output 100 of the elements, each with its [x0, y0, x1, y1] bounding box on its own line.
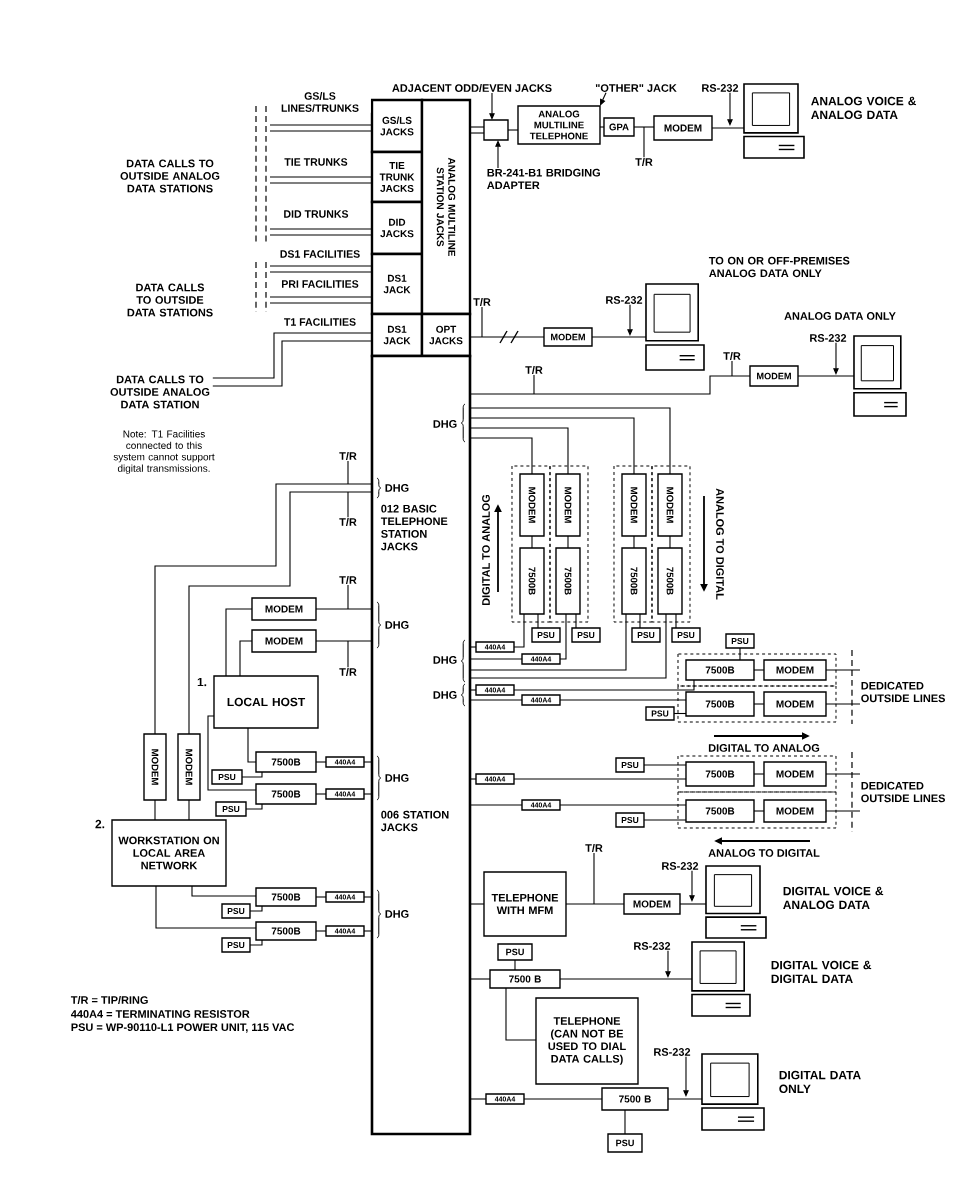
- connector-line: [643, 819, 687, 821]
- leader-arrow: [683, 1056, 689, 1097]
- leader-arrow: [689, 870, 695, 902]
- connector-line: [469, 646, 477, 648]
- leader-arrow: [727, 92, 733, 126]
- connector-line: [469, 658, 523, 660]
- connector-line: [191, 885, 257, 897]
- connector-line: [523, 1098, 603, 1100]
- connector-line: [667, 1098, 703, 1100]
- connector-line: [469, 427, 569, 475]
- connector-line: [469, 978, 491, 980]
- connector-line: [599, 126, 605, 128]
- connector-line: [675, 613, 677, 629]
- connector-line: [269, 234, 373, 236]
- connector-line: [643, 764, 687, 766]
- computer-icon: [743, 83, 805, 159]
- connector-line: [513, 613, 525, 648]
- connector-line: [559, 613, 567, 660]
- leader-line: [643, 126, 645, 158]
- connector-line: [269, 182, 373, 184]
- computer-icon: [701, 1053, 765, 1131]
- connector-line: [154, 799, 156, 821]
- leader-line: [347, 584, 349, 610]
- connector-line: [188, 799, 190, 821]
- leader-line: [347, 640, 349, 668]
- connector-line: [363, 896, 373, 898]
- connector-line: [315, 608, 373, 610]
- connector-line: [565, 903, 625, 905]
- connector-line: [469, 126, 485, 128]
- connector-line: [245, 803, 263, 810]
- connector-line: [363, 930, 373, 932]
- connector-line: [269, 265, 373, 267]
- computer-icon: [691, 941, 751, 1017]
- connector-line: [624, 1109, 626, 1135]
- connector-line: [207, 715, 257, 791]
- connector-line: [469, 613, 627, 671]
- connector-line: [269, 302, 373, 304]
- computer-icon: [705, 865, 767, 939]
- computer-icon: [645, 283, 705, 371]
- connector-line: [239, 640, 253, 677]
- connector-line: [363, 793, 373, 795]
- connector-line: [507, 129, 519, 131]
- leader-arrow: [627, 304, 633, 336]
- computer-icon: [853, 335, 907, 417]
- connector-line: [639, 613, 641, 629]
- connector-line: [269, 176, 373, 178]
- connector-line: [469, 903, 485, 905]
- connector-line: [212, 340, 373, 387]
- connector-line: [825, 703, 861, 705]
- connector-line: [155, 885, 257, 929]
- connector-line: [469, 804, 523, 806]
- connector-line: [315, 761, 327, 763]
- connector-line: [315, 793, 327, 795]
- connector-line: [633, 535, 635, 549]
- connector-line: [225, 608, 253, 677]
- connector-line: [469, 1098, 487, 1100]
- connector-line: [469, 132, 485, 134]
- connector-line: [469, 336, 545, 338]
- leader-line: [347, 460, 349, 485]
- connector-line: [249, 905, 263, 912]
- leader-line: [533, 374, 535, 395]
- leader-line: [347, 491, 349, 518]
- connector-line: [739, 647, 741, 661]
- connector-line: [315, 640, 373, 642]
- leader-arrow: [833, 342, 839, 375]
- connector-line: [469, 699, 523, 701]
- connector-line: [247, 727, 257, 763]
- connector-line: [315, 930, 327, 932]
- leader-arrow: [495, 140, 501, 169]
- connector-line: [753, 773, 765, 775]
- connector-line: [469, 613, 667, 679]
- connector-line: [269, 296, 373, 298]
- connector-line: [753, 669, 765, 671]
- connector-line: [269, 130, 373, 132]
- connector-line: [469, 778, 477, 780]
- leader-line: [593, 852, 595, 905]
- connector-line: [633, 126, 655, 128]
- connector-line: [559, 978, 693, 980]
- connector-line: [559, 804, 687, 806]
- connector-line: [559, 699, 687, 701]
- connector-line: [269, 271, 373, 273]
- connector-line: [514, 959, 516, 971]
- connector-line: [711, 127, 745, 129]
- connector-line: [469, 437, 533, 475]
- connector-line: [315, 896, 327, 898]
- leader-line: [481, 306, 483, 338]
- connector-line: [469, 417, 635, 475]
- connector-line: [567, 535, 569, 549]
- connector-line: [679, 903, 707, 905]
- connector-line: [753, 810, 765, 812]
- connector-line: [797, 375, 855, 377]
- connector-line: [575, 613, 577, 629]
- leader-line: [731, 360, 733, 377]
- connector-line: [669, 535, 671, 549]
- connector-line: [469, 375, 751, 395]
- connector-line: [212, 332, 373, 379]
- connector-line: [591, 336, 647, 338]
- leader-arrow: [600, 92, 607, 106]
- connector-line: [513, 679, 695, 691]
- connector-line: [241, 771, 263, 778]
